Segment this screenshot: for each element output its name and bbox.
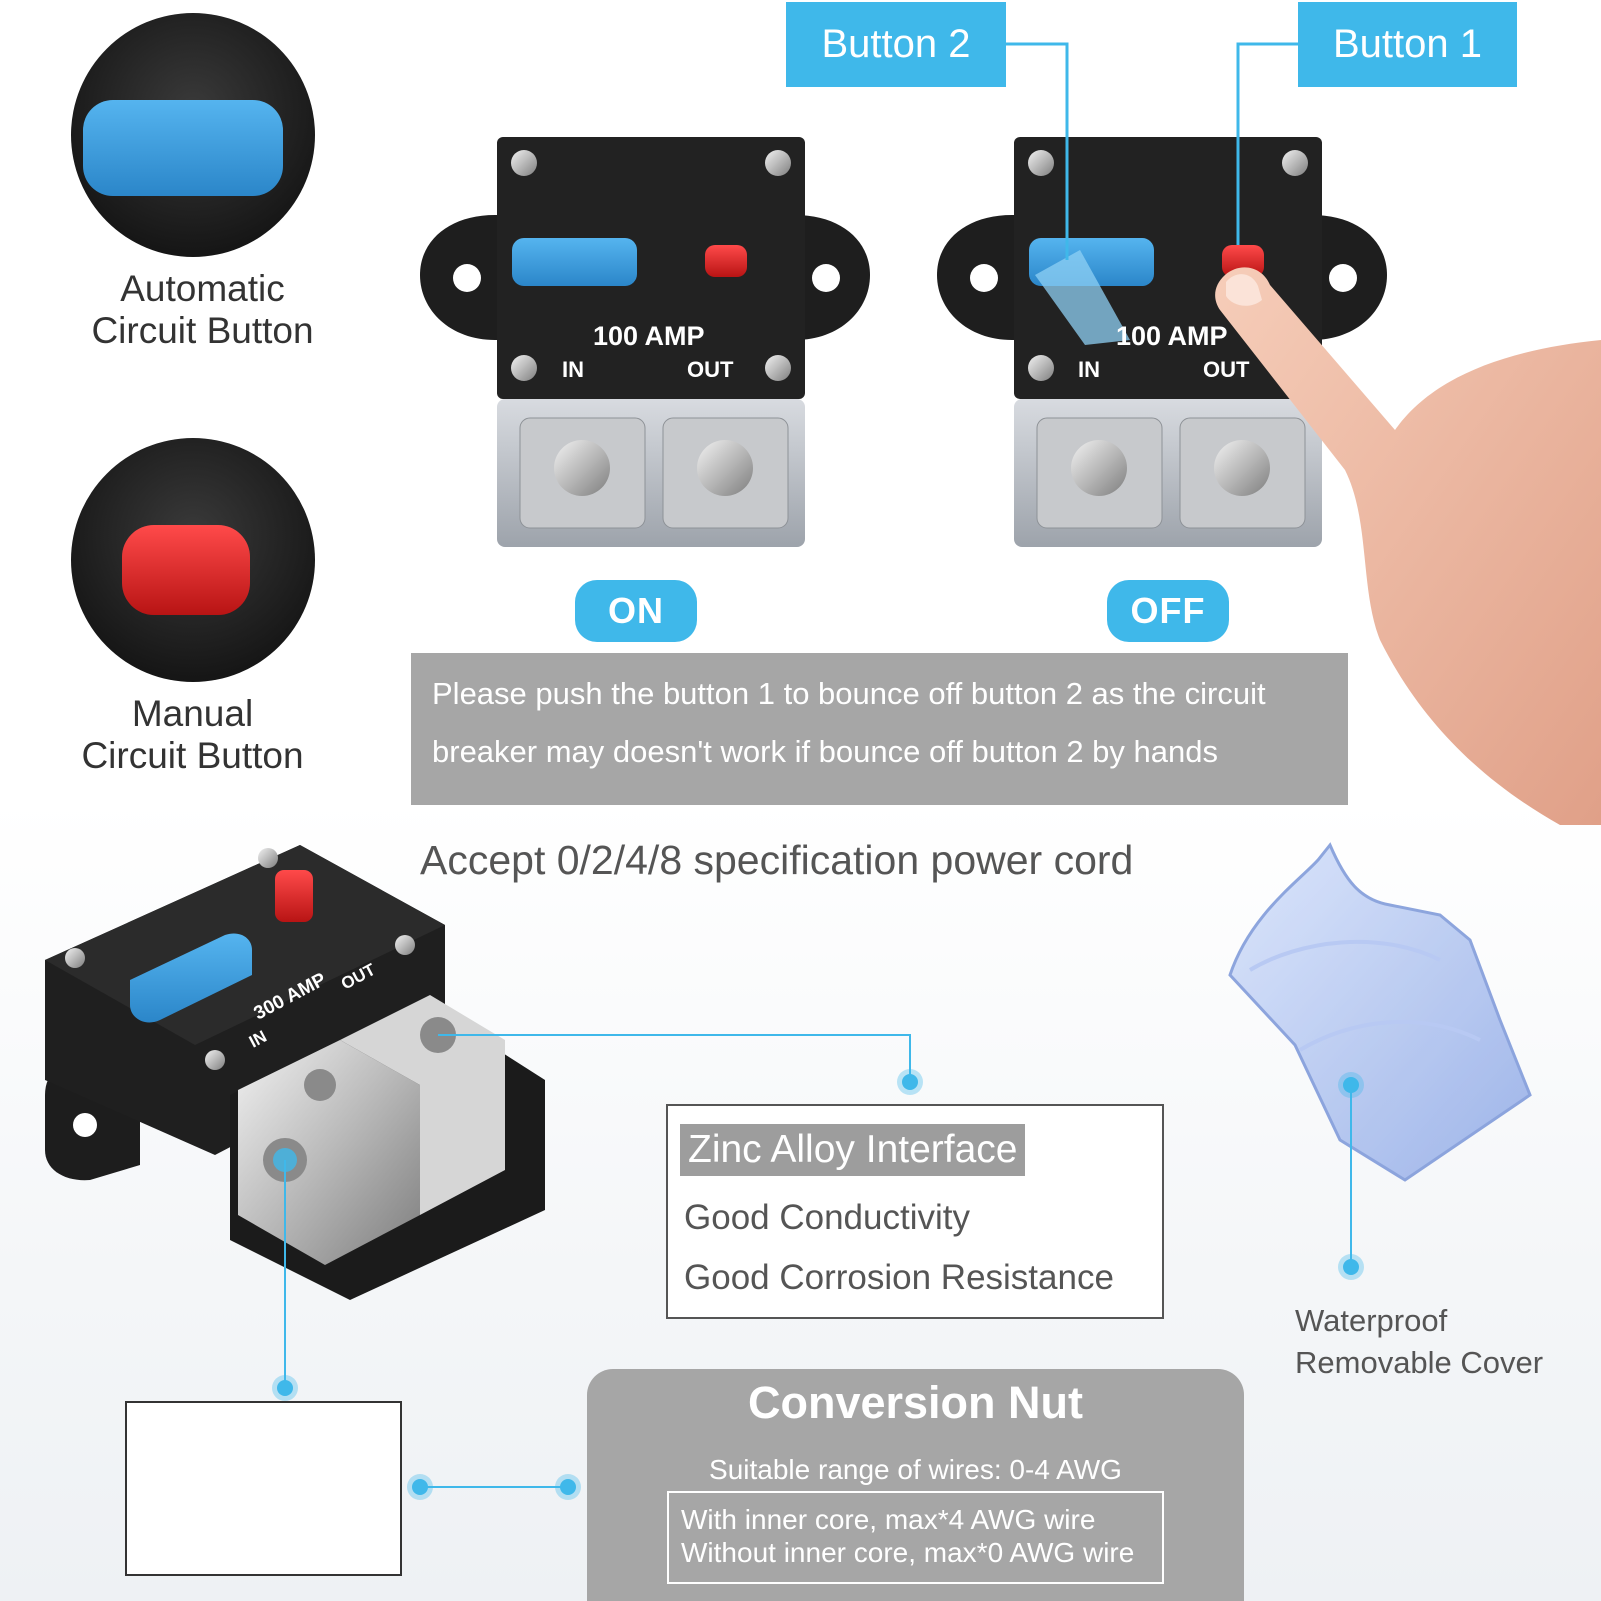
manual-caption-line-1: Manual <box>131 693 254 734</box>
cover-caption-line-1: Waterproof <box>1295 1303 1448 1338</box>
manual-caption-line-2: Circuit Button <box>81 735 304 776</box>
off-state-badge: OFF <box>1107 580 1229 642</box>
instruction-line-1: Please push the button 1 to bounce off b… <box>432 676 1266 711</box>
automatic-caption: Automatic Circuit Button <box>60 268 345 352</box>
conversion-nut-frame <box>125 1401 402 1576</box>
zinc-feature-conductivity: Good Conductivity <box>684 1198 970 1237</box>
conversion-nut-wire-specs: With inner core, max*4 AWG wire Without … <box>667 1491 1164 1584</box>
button-2-tag: Button 2 <box>786 2 1006 87</box>
terminal-in-right: IN <box>1078 357 1100 382</box>
on-state-badge: ON <box>575 580 697 642</box>
zinc-alloy-heading: Zinc Alloy Interface <box>680 1124 1026 1176</box>
manual-caption: Manual Circuit Button <box>50 693 335 777</box>
waterproof-cover <box>1228 842 1532 1182</box>
cover-caption-line-2: Removable Cover <box>1295 1345 1544 1380</box>
zinc-feature-corrosion: Good Corrosion Resistance <box>684 1258 1114 1297</box>
conversion-nut-subtitle: Suitable range of wires: 0-4 AWG <box>709 1454 1122 1485</box>
callout-lines-top <box>1006 42 1298 260</box>
hand-pressing-button <box>1215 267 1601 826</box>
manual-button-closeup <box>71 438 315 682</box>
conversion-nut-title: Conversion Nut <box>747 1377 1084 1428</box>
rating-label-left: 100 AMP <box>593 321 705 351</box>
conversion-nut-box: Conversion Nut Suitable range of wires: … <box>587 1369 1244 1601</box>
rating-label-right: 100 AMP <box>1116 321 1228 351</box>
terminal-in-bottom: IN <box>246 1027 270 1052</box>
automatic-button-closeup <box>71 13 315 257</box>
instruction-line-2: breaker may doesn't work if bounce off b… <box>432 734 1218 769</box>
automatic-caption-line-2: Circuit Button <box>91 310 314 351</box>
callout-lines-bottom <box>284 1034 1352 1488</box>
instruction-note: Please push the button 1 to bounce off b… <box>411 653 1348 805</box>
button-1-tag: Button 1 <box>1298 2 1517 87</box>
automatic-caption-line-1: Automatic <box>120 268 285 309</box>
breaker-300-amp <box>45 845 545 1300</box>
breaker-on <box>420 137 870 547</box>
power-cord-spec: Accept 0/2/4/8 specification power cord <box>420 837 1134 883</box>
waterproof-cover-caption: Waterproof Removable Cover <box>1295 1300 1543 1384</box>
terminal-out-right: OUT <box>1203 357 1250 382</box>
wire-spec-with-core: With inner core, max*4 AWG wire <box>681 1504 1096 1535</box>
terminal-in-left: IN <box>562 357 584 382</box>
terminal-out-left: OUT <box>687 357 734 382</box>
callout-dots <box>272 1069 1364 1500</box>
wire-spec-without-core: Without inner core, max*0 AWG wire <box>681 1537 1135 1568</box>
zinc-alloy-box: Zinc Alloy Interface Good Conductivity G… <box>666 1104 1164 1319</box>
